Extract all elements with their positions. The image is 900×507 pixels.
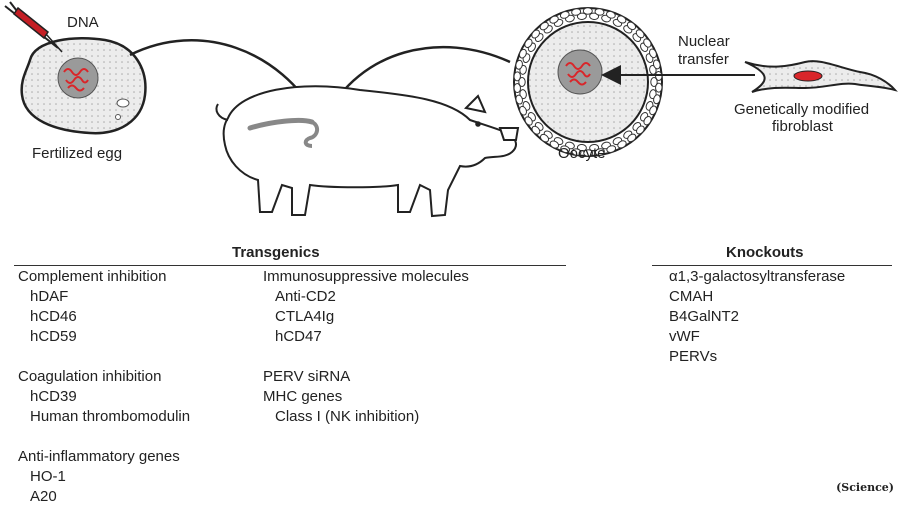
cumulus-cell [576,144,587,152]
list-spacer [18,347,190,367]
list-item: PERV siRNA [263,368,351,385]
credit-label: (Science) [836,481,894,494]
cumulus-cell [549,140,560,149]
cumulus-cell [559,11,570,19]
cumulus-cell [531,29,540,39]
dna-label: DNA [67,14,99,31]
list-subitem: Human thrombomodulin [30,408,191,425]
transgenics-column-1: Complement inhibition hDAF hCD46 hCD59 Coag… [18,267,190,507]
list-subitem: hCD39 [30,388,77,405]
cumulus-cell [518,77,526,87]
cumulus-cell [576,12,587,20]
list-subitem: Class I (NK inhibition) [275,408,420,425]
list-item: PERVs [669,348,718,365]
cumulus-cell [643,116,652,126]
cumulus-cell [539,21,549,31]
list-subitem: A20 [30,488,57,505]
cumulus-cell [636,125,645,135]
fertilized-egg-label: Fertilized egg [32,145,123,162]
cumulus-cell [571,8,582,16]
cumulus-cell [648,48,657,59]
cumulus-cell [513,83,521,94]
cumulus-cell [649,105,658,116]
oocyte-icon [513,7,663,157]
cumulus-cell [515,94,524,105]
cumulus-cell [626,21,637,31]
cumulus-cell [594,148,605,156]
fibroblast-icon [744,60,898,93]
list-subitem: hDAF [30,288,69,305]
syringe-icon [4,1,63,53]
cumulus-cell [589,144,600,152]
nuclear-transfer-label-1: Nuclear [678,33,730,50]
cumulus-cell [571,148,582,156]
cumulus-cell [643,38,652,48]
list-item: Anti-inflammatory genes [18,448,180,465]
cumulus-cell [513,71,521,82]
list-subitem: CTLA4Ig [275,308,335,325]
cumulus-cell [583,149,594,157]
list-item: B4GalNT2 [669,308,740,325]
list-item: Coagulation inhibition [18,368,162,385]
cumulus-cell [518,48,527,59]
list-item: α1,3-galactosyltransferase [669,268,846,285]
cumulus-cell [560,145,571,154]
nuclear-transfer-label-2: transfer [678,51,729,68]
cumulus-cell [549,15,559,24]
fertilized-egg-icon [20,36,147,135]
cumulus-cell [627,133,637,143]
list-subitem: HO-1 [30,468,66,485]
cumulus-cell [519,105,528,116]
transgenics-divider [14,265,566,266]
list-spacer [263,347,469,367]
cumulus-cell [650,77,658,87]
cumulus-cell [606,145,617,153]
list-spacer [18,427,190,447]
cumulus-cell [605,10,616,19]
fibroblast-label-1: Genetically modified [734,101,870,118]
list-subitem: hCD59 [30,328,77,345]
pig-icon [215,85,520,218]
knockouts-divider [652,265,892,266]
cumulus-cell [594,8,605,16]
list-item: Complement inhibition [18,268,167,285]
cumulus-cell [617,140,627,149]
cumulus-cell [635,29,645,39]
cumulus-cell [524,38,533,48]
cumulus-cell [524,116,533,126]
list-subitem: Anti-CD2 [275,288,336,305]
list-item: CMAH [669,288,714,305]
cumulus-cell [515,59,523,70]
cumulus-cell [616,15,627,24]
xenotransplant-illustration [4,1,898,218]
cumulus-cell [531,125,541,135]
list-subitem: hCD46 [30,308,77,325]
cumulus-cell [582,7,593,15]
list-item: vWF [669,328,700,345]
list-item: Immunosuppressive molecules [263,268,469,285]
list-subitem: hCD47 [275,328,322,345]
oocyte-label: Oocyte [558,145,606,162]
fibroblast-label-2: fibroblast [772,118,833,135]
transgenics-heading: Transgenics [232,244,320,261]
cumulus-cell [652,59,661,70]
cumulus-cell [653,94,661,105]
cumulus-cell [539,133,550,143]
cumulus-cell [655,82,663,93]
knockouts-heading: Knockouts [726,244,804,261]
cumulus-cell [589,12,600,20]
list-item: MHC genes [263,388,343,405]
